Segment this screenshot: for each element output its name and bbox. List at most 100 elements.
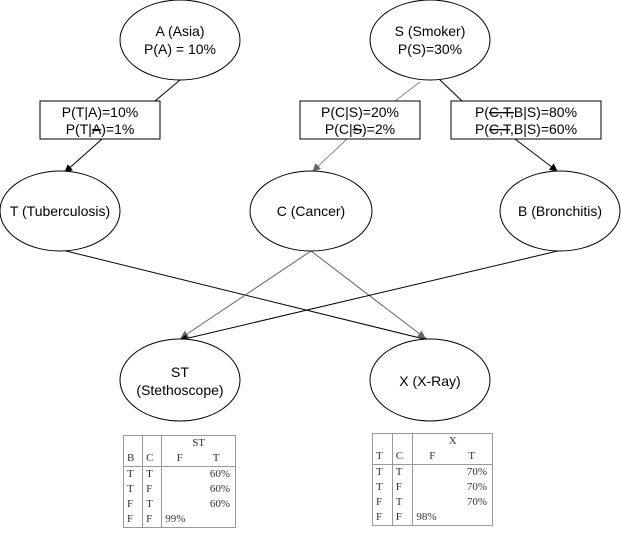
- box-c-given-s: P(C|S)=20% P(C|S)=2%: [299, 100, 421, 140]
- table-cell: F: [372, 495, 393, 510]
- edge-bronchitis-to-stethoscope: [179, 249, 563, 343]
- box-c-given-s-line2-suffix: )=2%: [362, 121, 395, 137]
- table-cell: T: [372, 464, 393, 480]
- cpt-x-col-t: T: [372, 449, 393, 465]
- node-stethoscope-desc: (Stethoscope): [136, 382, 223, 398]
- node-cancer: C (Cancer): [249, 170, 373, 252]
- svg-text:P(C|S)=20%: P(C|S)=20%: [321, 104, 399, 120]
- table-cell: 60%: [209, 498, 230, 510]
- table-cell: [413, 480, 451, 495]
- box-t-given-a-line2-suffix: )=1%: [101, 121, 134, 137]
- table-cell: [162, 482, 198, 497]
- node-asia-name: A (Asia): [155, 23, 204, 39]
- edge-bronchitis-box-to-bronchitis: [514, 138, 558, 172]
- table-cell: T: [392, 495, 414, 510]
- node-tuberculosis: T (Tuberculosis): [0, 170, 121, 252]
- edge-asia-to-box: [154, 79, 181, 102]
- box-b-line2-suffix: ,B|S)=60%: [510, 121, 577, 137]
- table-row: F F 99%: [123, 512, 236, 528]
- box-b-line1-suffix: B|S)=80%: [514, 104, 577, 120]
- table-cell: F: [392, 480, 414, 495]
- box-b-line2-prefix: P(: [475, 121, 489, 137]
- cpt-st-col-c: C: [142, 451, 163, 467]
- node-smoker: S (Smoker) P(S)=30%: [369, 0, 491, 81]
- svg-text:P(T|A)=1%: P(T|A)=1%: [66, 121, 135, 137]
- cpt-title-row: X: [372, 433, 493, 449]
- box-b-line1-prefix: P(: [475, 104, 489, 120]
- box-t-given-a: P(T|A)=10% P(T|A)=1%: [39, 100, 161, 140]
- cpt-st-col-b: B: [123, 451, 144, 467]
- node-stethoscope-name: ST: [171, 364, 189, 380]
- svg-text:P(C,T,B|S)=60%: P(C,T,B|S)=60%: [475, 121, 577, 137]
- node-bronchitis: B (Bronchitis): [499, 170, 621, 252]
- cpt-stethoscope-table: ST B C F T T T 60% T F 60% F T 60% F F 9…: [123, 435, 236, 528]
- table-cell: T: [123, 482, 144, 497]
- table-cell: 60%: [209, 468, 230, 480]
- table-cell: [413, 465, 451, 481]
- cpt-title-row: ST: [123, 435, 236, 451]
- table-cell: [197, 512, 235, 528]
- table-cell: T: [123, 466, 144, 482]
- cpt-x-title: X: [448, 435, 457, 447]
- table-cell: 70%: [466, 496, 487, 508]
- box-b-line1-negated: C,T,: [489, 104, 514, 120]
- table-cell: T: [372, 480, 393, 495]
- cpt-st-col-t: T: [197, 451, 236, 467]
- cpt-header-row: B C F T: [123, 451, 236, 467]
- node-smoker-name: S (Smoker): [395, 23, 466, 39]
- node-asia: A (Asia) P(A) = 10%: [119, 0, 241, 81]
- edges: [61, 77, 563, 343]
- edge-box-to-tuberculosis: [64, 138, 103, 173]
- node-asia-prob: P(A) = 10%: [144, 41, 216, 57]
- node-bronchitis-name: B (Bronchitis): [518, 203, 602, 219]
- table-cell: F: [123, 512, 144, 528]
- table-cell: [451, 510, 492, 526]
- cpt-st-title: ST: [192, 437, 206, 449]
- node-smoker-prob: P(S)=30%: [398, 41, 462, 57]
- table-cell: T: [392, 464, 414, 480]
- node-cancer-name: C (Cancer): [277, 203, 345, 219]
- edge-smoker-to-bronchitis-box: [437, 77, 463, 102]
- table-row: F T 60%: [123, 497, 236, 512]
- table-cell: 98%: [416, 511, 437, 523]
- box-t-given-a-line2-prefix: P(T|: [66, 121, 92, 137]
- table-row: T T 60%: [123, 466, 236, 483]
- table-cell: 60%: [209, 483, 230, 495]
- box-b-line2-negated: C,T: [489, 121, 512, 137]
- table-cell: 70%: [466, 466, 487, 478]
- table-cell: [413, 495, 451, 510]
- box-t-given-a-line1: P(T|A)=10%: [62, 104, 138, 120]
- box-c-given-s-line2-prefix: P(C|: [325, 121, 353, 137]
- table-cell: F: [123, 497, 144, 512]
- edge-smoker-to-cancer-box: [394, 81, 421, 102]
- cpt-x-col-f: F: [412, 449, 452, 465]
- node-xray-name: X (X-Ray): [399, 373, 460, 389]
- table-cell: F: [142, 512, 163, 528]
- table-cell: [162, 497, 198, 512]
- table-cell: [162, 467, 198, 483]
- svg-text:P(T|A)=10%: P(T|A)=10%: [62, 104, 138, 120]
- table-cell: 70%: [466, 481, 487, 493]
- table-cell: T: [142, 497, 163, 512]
- table-cell: T: [142, 466, 163, 482]
- svg-text:P(C|S)=2%: P(C|S)=2%: [325, 121, 395, 137]
- box-c-given-s-line1: P(C|S)=20%: [321, 104, 399, 120]
- node-xray: X (X-Ray): [369, 338, 491, 422]
- edge-cancer-box-to-cancer: [312, 138, 348, 172]
- table-cell: F: [142, 482, 163, 497]
- svg-text:P(C,T,B|S)=80%: P(C,T,B|S)=80%: [475, 104, 577, 120]
- edge-cancer-to-stethoscope: [180, 250, 312, 339]
- cpt-x-col-tv: T: [451, 449, 493, 465]
- node-stethoscope: ST (Stethoscope): [119, 338, 241, 422]
- node-tuberculosis-name: T (Tuberculosis): [10, 203, 110, 219]
- cpt-x-col-c: C: [392, 449, 414, 465]
- box-t-given-a-negated: A: [92, 121, 102, 137]
- table-cell: 99%: [165, 513, 186, 525]
- table-cell: F: [372, 510, 393, 526]
- table-row: F T 70%: [372, 495, 493, 510]
- box-b-given-cts: P(C,T,B|S)=80% P(C,T,B|S)=60%: [450, 100, 602, 140]
- cpt-header-row: T C F T: [372, 449, 493, 465]
- cpt-xray-table: X T C F T T T 70% T F 70% F T 70% F F 98…: [372, 433, 493, 526]
- cpt-st-col-f: F: [161, 451, 198, 467]
